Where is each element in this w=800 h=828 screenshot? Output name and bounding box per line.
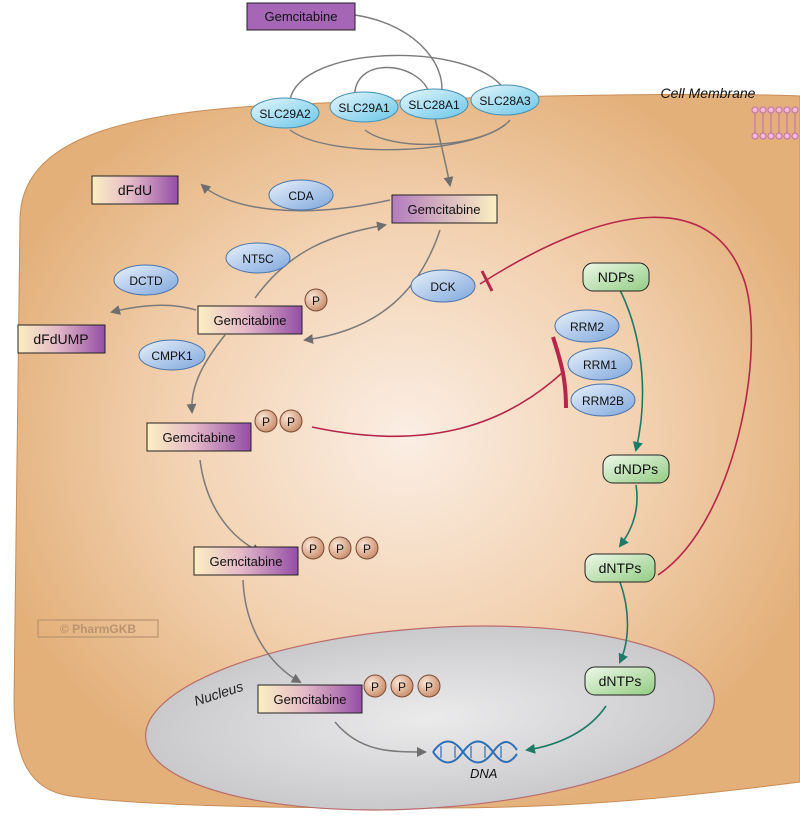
svg-text:Gemcitabine: Gemcitabine <box>214 313 287 328</box>
phosphate-icon <box>363 674 387 698</box>
nucleotide-dndps: dNDPs <box>602 454 670 484</box>
phosphate-icon <box>417 674 441 698</box>
svg-text:RRM2B: RRM2B <box>582 394 624 408</box>
svg-text:dFdU: dFdU <box>118 182 152 198</box>
svg-text:© PharmGKB: © PharmGKB <box>60 622 137 636</box>
gemcitabine-diphosphate: Gemcitabine P P <box>146 409 303 452</box>
membrane-icon <box>751 106 799 140</box>
dna-label: DNA <box>470 766 497 781</box>
metabolic-arrows <box>110 117 454 757</box>
nucleotide-dntps-cytoplasm: dNTPs <box>584 553 656 583</box>
svg-text:P: P <box>425 680 433 694</box>
enzyme-rrm2: RRM2 <box>554 309 620 343</box>
dna-helix-icon <box>432 740 518 764</box>
nucleotide-arrows <box>525 289 644 754</box>
svg-text:P: P <box>363 542 371 556</box>
enzyme-cda: CDA <box>268 179 334 211</box>
svg-text:Gemcitabine: Gemcitabine <box>274 692 347 707</box>
enzyme-dck: DCK <box>410 269 476 303</box>
cell-membrane-label: Cell Membrane <box>661 85 756 101</box>
svg-text:RRM2: RRM2 <box>570 320 604 334</box>
transporter-loops <box>289 14 511 151</box>
svg-text:P: P <box>312 294 320 308</box>
gemcitabine-extracellular: Gemcitabine <box>246 2 356 31</box>
phosphate-icon <box>254 409 278 433</box>
svg-text:P: P <box>336 542 344 556</box>
svg-text:P: P <box>398 680 406 694</box>
enzyme-dctd: DCTD <box>113 264 179 296</box>
phosphate-icon <box>328 536 352 560</box>
nucleotide-ndps: NDPs <box>582 262 650 292</box>
svg-text:P: P <box>262 415 270 429</box>
svg-text:Gemcitabine: Gemcitabine <box>163 430 236 445</box>
gemcitabine-intracellular: Gemcitabine <box>391 194 498 224</box>
gemcitabine-nuclear: Gemcitabine P P P <box>257 674 441 714</box>
svg-text:P: P <box>309 542 317 556</box>
enzyme-nt5c: NT5C <box>225 242 291 274</box>
gemcitabine-monophosphate: Gemcitabine P <box>197 288 328 335</box>
svg-text:DCK: DCK <box>430 280 455 294</box>
phosphate-icon <box>301 536 325 560</box>
svg-text:dNTPs: dNTPs <box>599 560 642 576</box>
transporter-label: SLC29A2 <box>259 107 311 121</box>
svg-text:Gemcitabine: Gemcitabine <box>210 554 283 569</box>
enzyme-cmpk1: CMPK1 <box>138 339 206 371</box>
nucleus <box>145 625 715 811</box>
svg-text:dNDPs: dNDPs <box>614 461 658 477</box>
svg-text:dNTPs: dNTPs <box>599 673 642 689</box>
transporter-label: SLC29A1 <box>338 101 390 115</box>
inhibition-lines <box>311 216 753 576</box>
transporter-label: SLC28A3 <box>479 94 531 108</box>
transporter-slc29a1: SLC29A1 <box>329 91 399 123</box>
svg-text:P: P <box>287 415 295 429</box>
phosphate-icon <box>390 674 414 698</box>
svg-text:NDPs: NDPs <box>598 269 635 285</box>
svg-text:NT5C: NT5C <box>242 252 274 266</box>
svg-text:dFdUMP: dFdUMP <box>33 331 88 347</box>
phosphate-icon <box>355 536 379 560</box>
transporter-slc28a1: SLC28A1 <box>399 88 469 120</box>
svg-text:Gemcitabine: Gemcitabine <box>408 202 481 217</box>
svg-text:CDA: CDA <box>288 189 313 203</box>
enzyme-rrm1: RRM1 <box>567 347 633 381</box>
transporter-slc29a2: SLC29A2 <box>250 97 320 129</box>
gemcitabine-triphosphate: Gemcitabine P P P <box>193 536 379 576</box>
enzyme-rrm2b: RRM2B <box>570 383 636 417</box>
phosphate-icon <box>279 409 303 433</box>
transporter-label: SLC28A1 <box>408 98 460 112</box>
nucleotide-dntps-nucleus: dNTPs <box>584 666 656 696</box>
svg-text:P: P <box>371 680 379 694</box>
phosphate-icon <box>304 288 328 312</box>
svg-text:Gemcitabine: Gemcitabine <box>265 9 338 24</box>
svg-text:CMPK1: CMPK1 <box>151 349 193 363</box>
svg-text:RRM1: RRM1 <box>583 358 617 372</box>
pharmgkb-watermark: © PharmGKB <box>37 619 159 638</box>
dfdu-box: dFdU <box>91 175 179 205</box>
transporter-slc28a3: SLC28A3 <box>470 84 540 116</box>
dfdump-box: dFdUMP <box>17 324 106 354</box>
svg-text:DCTD: DCTD <box>129 274 163 288</box>
